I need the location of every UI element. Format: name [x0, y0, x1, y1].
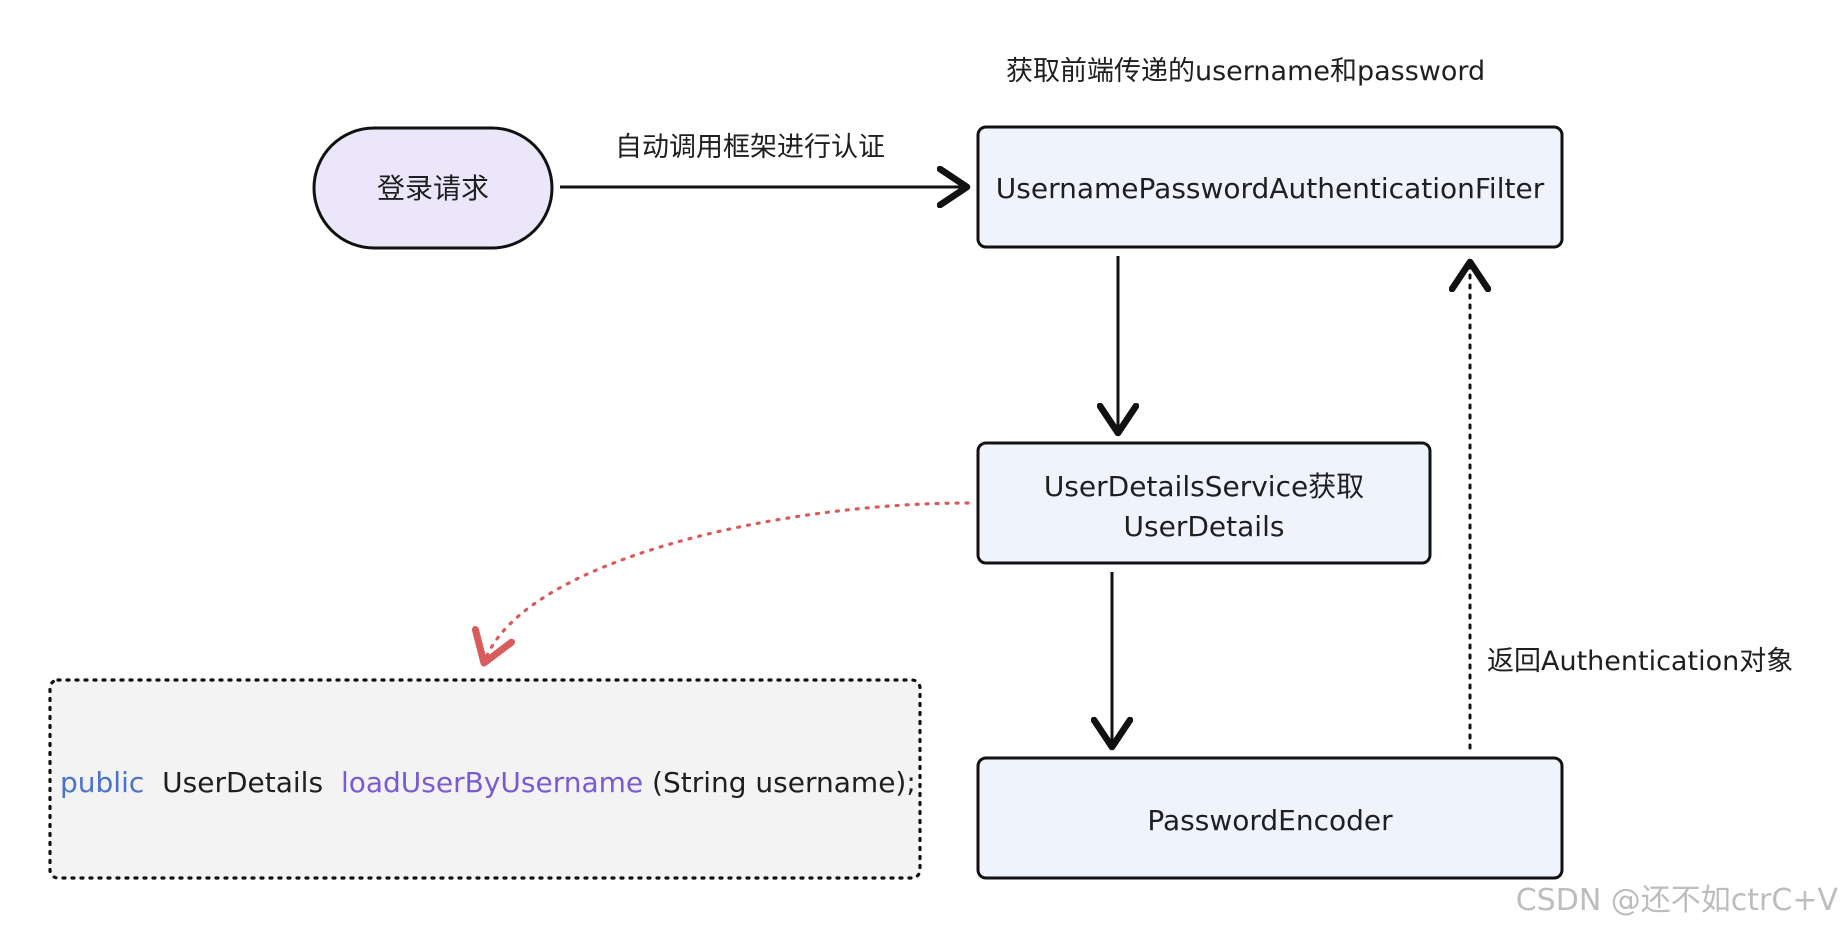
return-auth-label: 返回Authentication对象: [1487, 646, 1793, 677]
user-details-service-node: UserDetailsService获取 UserDetails: [976, 441, 1432, 565]
code-keyword: public: [60, 766, 144, 799]
authentication-filter-node: UsernamePasswordAuthenticationFilter: [976, 125, 1564, 249]
login-request-node: 登录请求: [312, 126, 554, 250]
password-encoder-node: PasswordEncoder: [976, 756, 1564, 880]
top-note-label: 获取前端传递的username和password: [1006, 56, 1485, 87]
service-to-code-dotted-arrow: [484, 501, 970, 663]
password-encoder-label: PasswordEncoder: [1147, 804, 1393, 837]
code-method: loadUserByUsername: [341, 766, 643, 799]
filter-label: UsernamePasswordAuthenticationFilter: [996, 172, 1545, 205]
watermark: CSDN @还不如ctrC+V: [1516, 883, 1839, 918]
service-label-line2: UserDetails: [1124, 510, 1285, 543]
service-label-line1: UserDetailsService获取: [1044, 470, 1364, 503]
auto-call-label: 自动调用框架进行认证: [615, 132, 885, 163]
code-line: public UserDetails loadUserByUsername (S…: [60, 766, 916, 799]
code-snippet-box: public UserDetails loadUserByUsername (S…: [48, 678, 922, 880]
code-params: (String username);: [652, 766, 916, 799]
login-request-label: 登录请求: [377, 172, 489, 205]
code-return-type: UserDetails: [162, 766, 323, 799]
